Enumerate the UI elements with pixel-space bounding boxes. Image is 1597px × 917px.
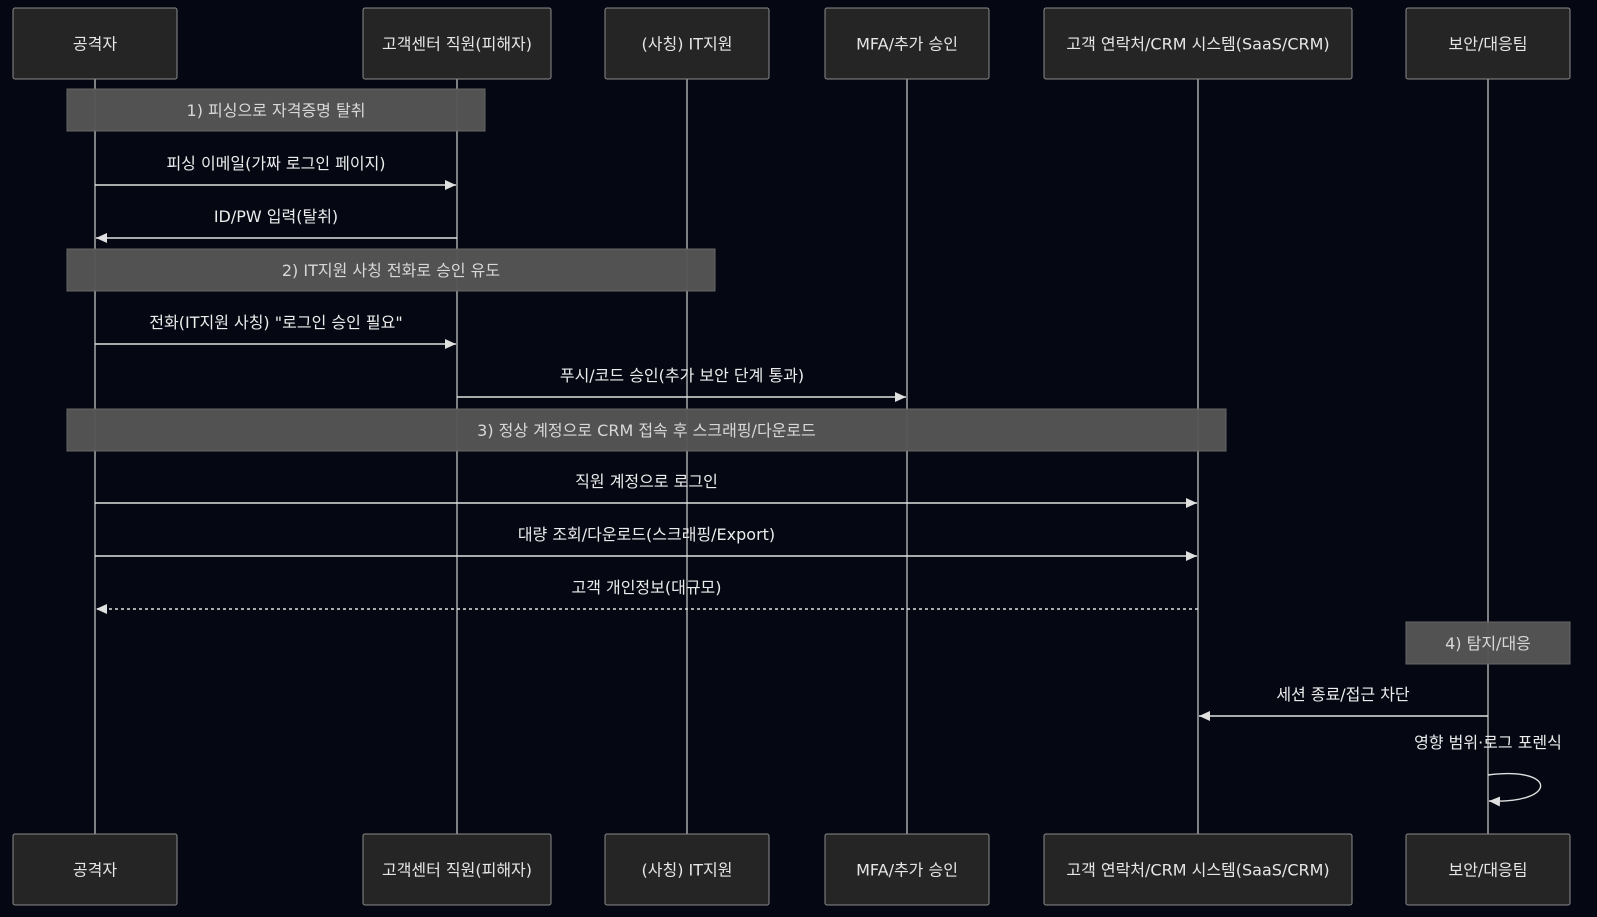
- actor-box: [12, 7, 178, 80]
- note-6: 3) 정상 계정으로 CRM 접속 후 스크래핑/다운로드: [66, 408, 1227, 452]
- actor-sec-bottom: 보안/대응팀: [1405, 833, 1571, 906]
- actor-box: [1405, 833, 1571, 906]
- self-message-12: 영향 범위·로그 포렌식: [1414, 733, 1562, 807]
- actor-box: [604, 833, 770, 906]
- message-label: 피싱 이메일(가짜 로그인 페이지): [166, 154, 385, 173]
- actor-it-top: (사칭) IT지원: [604, 7, 770, 80]
- actor-label: 보안/대응팀: [1449, 861, 1528, 880]
- note-box: [1405, 621, 1571, 665]
- actor-label: MFA/추가 승인: [856, 35, 958, 54]
- self-message-arrow: [1487, 773, 1542, 807]
- actor-box: [824, 7, 990, 80]
- actor-label: 고객센터 직원(피해자): [382, 861, 532, 880]
- message-label: 직원 계정으로 로그인: [575, 472, 718, 491]
- actor-box: [604, 7, 770, 80]
- actor-label: 고객 연락처/CRM 시스템(SaaS/CRM): [1066, 861, 1329, 880]
- actor-box: [824, 833, 990, 906]
- actor-agent-top: 고객센터 직원(피해자): [362, 7, 552, 80]
- message-8: 대량 조회/다운로드(스크래핑/Export): [95, 525, 1197, 561]
- actor-agent-bottom: 고객센터 직원(피해자): [362, 833, 552, 906]
- self-message-label: 영향 범위·로그 포렌식: [1414, 733, 1562, 752]
- actor-box: [12, 833, 178, 906]
- actor-crm-bottom: 고객 연락처/CRM 시스템(SaaS/CRM): [1043, 833, 1353, 906]
- note-label: 1) 피싱으로 자격증명 탈취: [187, 101, 366, 120]
- actor-label: 고객센터 직원(피해자): [382, 35, 532, 54]
- message-1: 피싱 이메일(가짜 로그인 페이지): [95, 154, 456, 190]
- actor-box: [1043, 7, 1353, 80]
- message-2: ID/PW 입력(탈취): [96, 207, 457, 243]
- actor-attacker-top: 공격자: [12, 7, 178, 80]
- note-label: 2) IT지원 사칭 전화로 승인 유도: [282, 261, 500, 280]
- actor-mfa-top: MFA/추가 승인: [824, 7, 990, 80]
- note-box: [66, 88, 486, 132]
- message-label: 대량 조회/다운로드(스크래핑/Export): [518, 525, 775, 544]
- note-3: 2) IT지원 사칭 전화로 승인 유도: [66, 248, 716, 292]
- message-9: 고객 개인정보(대규모): [96, 578, 1198, 614]
- messages: 피싱 이메일(가짜 로그인 페이지) ID/PW 입력(탈취) 전화(IT지원 사칭…: [95, 154, 1562, 807]
- actor-box: [1043, 833, 1353, 906]
- actor-label: 고객 연락처/CRM 시스템(SaaS/CRM): [1066, 35, 1329, 54]
- actor-mfa-bottom: MFA/추가 승인: [824, 833, 990, 906]
- note-10: 4) 탐지/대응: [1405, 621, 1571, 665]
- note-label: 3) 정상 계정으로 CRM 접속 후 스크래핑/다운로드: [477, 421, 816, 440]
- note-box: [66, 248, 716, 292]
- actor-label: MFA/추가 승인: [856, 861, 958, 880]
- actor-crm-top: 고객 연락처/CRM 시스템(SaaS/CRM): [1043, 7, 1353, 80]
- message-5: 푸시/코드 승인(추가 보안 단계 통과): [457, 366, 906, 402]
- message-label: ID/PW 입력(탈취): [214, 207, 338, 226]
- actor-sec-top: 보안/대응팀: [1405, 7, 1571, 80]
- lifelines: [94, 79, 1489, 834]
- notes: 1) 피싱으로 자격증명 탈취 2) IT지원 사칭 전화로 승인 유도 3) 정상…: [66, 88, 1571, 665]
- actor-label: (사칭) IT지원: [642, 35, 733, 54]
- actor-label: 공격자: [73, 35, 117, 54]
- actor-box: [362, 833, 552, 906]
- message-label: 전화(IT지원 사칭) "로그인 승인 필요": [149, 313, 402, 332]
- actor-box: [1405, 7, 1571, 80]
- actor-label: (사칭) IT지원: [642, 861, 733, 880]
- actor-label: 공격자: [73, 861, 117, 880]
- actor-it-bottom: (사칭) IT지원: [604, 833, 770, 906]
- message-4: 전화(IT지원 사칭) "로그인 승인 필요": [95, 313, 456, 349]
- note-label: 4) 탐지/대응: [1445, 634, 1531, 653]
- actor-label: 보안/대응팀: [1449, 35, 1528, 54]
- actor-box: [362, 7, 552, 80]
- actor-attacker-bottom: 공격자: [12, 833, 178, 906]
- message-11: 세션 종료/접근 차단: [1199, 685, 1488, 721]
- note-0: 1) 피싱으로 자격증명 탈취: [66, 88, 486, 132]
- message-label: 푸시/코드 승인(추가 보안 단계 통과): [560, 366, 804, 385]
- note-box: [66, 408, 1227, 452]
- message-7: 직원 계정으로 로그인: [95, 472, 1197, 508]
- message-label: 세션 종료/접근 차단: [1276, 685, 1410, 704]
- message-label: 고객 개인정보(대규모): [571, 578, 721, 597]
